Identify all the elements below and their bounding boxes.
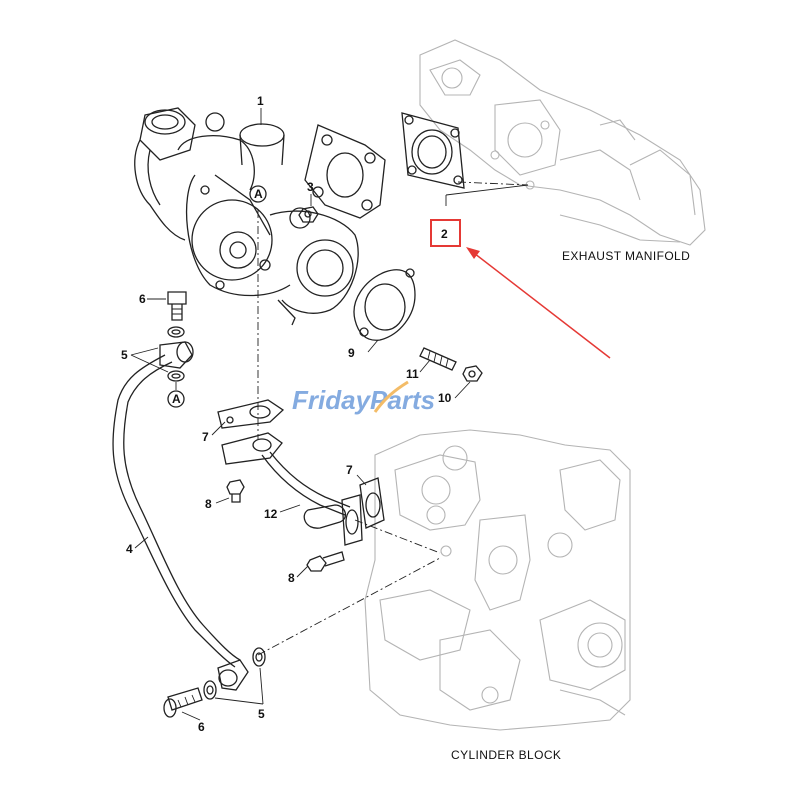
- callout-11: 11: [406, 367, 419, 381]
- highlight-part-2: 2: [430, 219, 611, 359]
- callout-labels: 1 3 6 5 9 11 10 7 7 8 12 4 8 5 6 A A: [121, 94, 452, 734]
- banjo-fitting-top: [159, 326, 194, 382]
- callout-6-top: 6: [139, 292, 146, 306]
- svg-text:FridayParts: FridayParts: [292, 385, 435, 415]
- callout-2: 2: [441, 227, 448, 241]
- oil-drain-pipe: [221, 432, 363, 546]
- stud-11: [419, 347, 457, 371]
- watermark-part1: Friday: [292, 385, 372, 415]
- highlight-arrow-head: [466, 247, 480, 259]
- marker-a-top: A: [254, 187, 263, 201]
- highlight-arrow: [469, 249, 611, 359]
- callout-8-bottom: 8: [288, 571, 295, 585]
- exhaust-manifold-drawing: [419, 39, 706, 246]
- turbocharger: [134, 107, 359, 326]
- leader-lines: [130, 108, 529, 721]
- bolt-8-top: [226, 479, 245, 503]
- oil-drain-gasket-right: [359, 477, 385, 529]
- callout-5-bottom: 5: [258, 707, 265, 721]
- marker-a-left: A: [172, 392, 181, 406]
- callout-9: 9: [348, 346, 355, 360]
- banjo-bolt-bottom: [163, 687, 203, 718]
- nut-10: [462, 365, 483, 382]
- callout-7-right: 7: [346, 463, 353, 477]
- marker-a-left-circle: [167, 390, 185, 408]
- callout-8-top: 8: [205, 497, 212, 511]
- callout-1: 1: [257, 94, 264, 108]
- nut-3: [298, 206, 319, 223]
- callout-3: 3: [307, 180, 314, 194]
- manifold-gasket: [401, 112, 465, 189]
- callout-12: 12: [264, 507, 278, 521]
- outlet-gasket: [353, 268, 416, 341]
- highlight-box: [430, 219, 461, 247]
- turbine-flange: [304, 124, 386, 219]
- caption-exhaust-manifold: EXHAUST MANIFOLD: [562, 249, 690, 263]
- watermark-swoosh: [373, 380, 409, 413]
- callout-7-top: 7: [202, 430, 209, 444]
- watermark-logo: FridayParts: [292, 380, 435, 415]
- banjo-fitting-bottom: [203, 647, 266, 700]
- oil-drain-gasket-top: [217, 399, 285, 429]
- callout-6-bottom: 6: [198, 720, 205, 734]
- callout-4: 4: [126, 542, 133, 556]
- bolt-8-bottom: [306, 551, 345, 572]
- callout-5-top: 5: [121, 348, 128, 362]
- callout-10: 10: [438, 391, 452, 405]
- watermark-part2: Parts: [370, 385, 435, 415]
- banjo-bolt-top: [167, 291, 187, 321]
- caption-cylinder-block: CYLINDER BLOCK: [451, 748, 561, 762]
- cylinder-block-drawing: [364, 429, 631, 731]
- marker-a-top-circle: [249, 185, 267, 203]
- oil-feed-pipe: [112, 354, 241, 668]
